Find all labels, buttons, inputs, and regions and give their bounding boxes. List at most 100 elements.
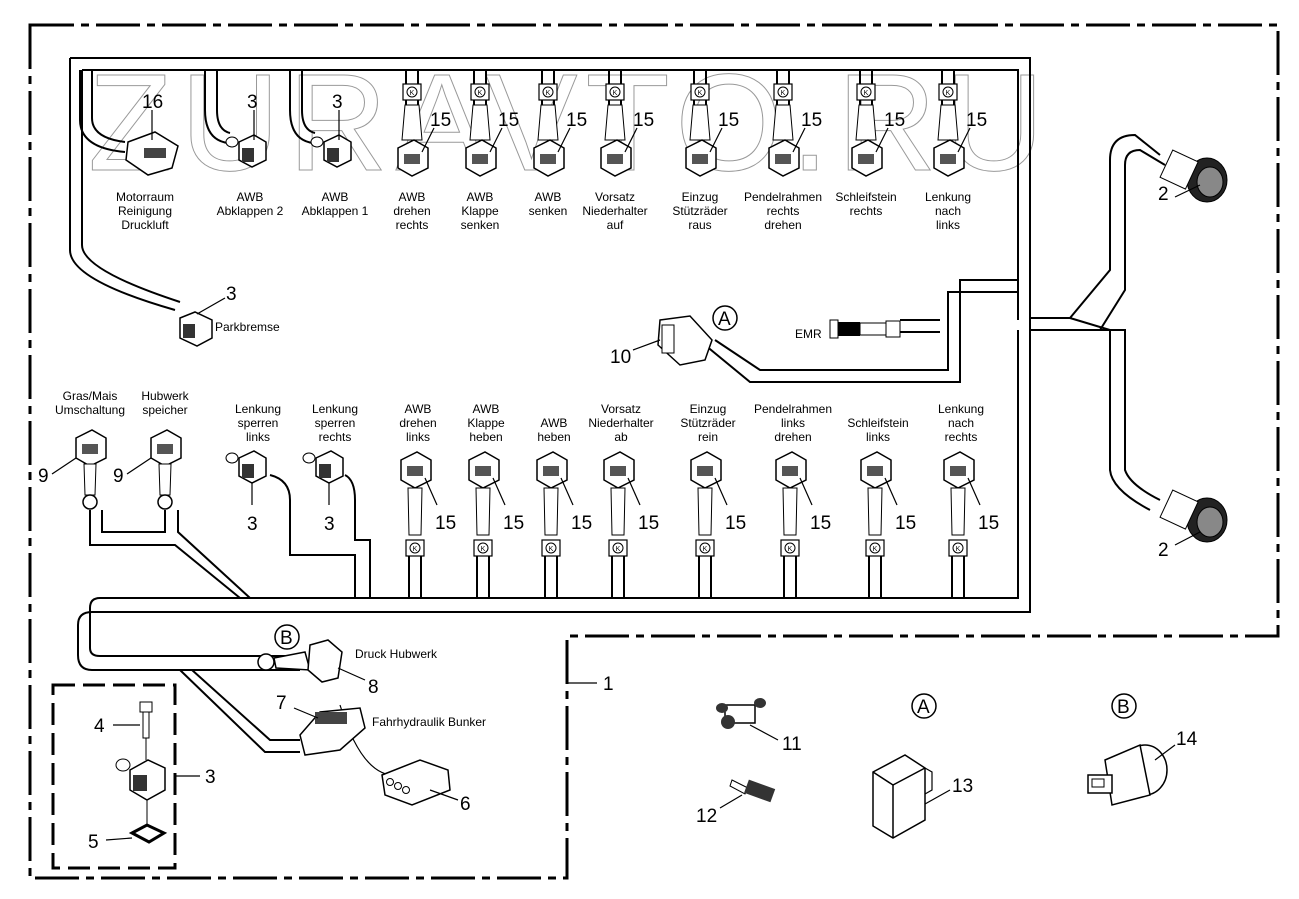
leader-line [51, 457, 77, 475]
callout-a: A [718, 309, 731, 330]
valve-boot [855, 104, 877, 141]
branch-cable [204, 70, 229, 144]
bottom-label-line: Vorsatz [601, 402, 641, 416]
solenoid-coil [327, 148, 339, 162]
branch-cable-inner [91, 70, 126, 143]
right-branch-cable [1030, 133, 1166, 511]
valve-connector-socket [940, 154, 956, 164]
bottom-label-line: nach [948, 416, 974, 430]
bottom-label-line: Niederhalter [588, 416, 653, 430]
valve-boot [407, 487, 423, 536]
top-label-line: Schleifstein [835, 190, 896, 204]
k-clip-icon [542, 86, 554, 98]
top-label-line: auf [607, 218, 624, 232]
label-fahrhydraulik: Fahrhydraulik Bunker [372, 715, 486, 729]
part-number-3-detail: 3 [205, 767, 216, 788]
bottom-label-line: drehen [399, 416, 436, 430]
top-label-line: AWB [399, 190, 426, 204]
valve-boot [604, 104, 626, 141]
leader-line [875, 127, 889, 153]
k-clip-icon [612, 542, 624, 554]
bottom-label-line: heben [537, 430, 570, 444]
solenoid-gland [310, 136, 324, 148]
bottom-label-line: AWB [405, 402, 432, 416]
valve-boot [937, 104, 959, 141]
part-number: 9 [38, 466, 49, 487]
valve-connector-socket [867, 466, 883, 476]
part-number-8: 8 [368, 677, 379, 698]
bottom-label-line: links [781, 416, 805, 430]
top-label-line: drehen [764, 218, 801, 232]
fahrhydraulik-cable [179, 669, 300, 753]
leader-line [799, 477, 813, 506]
leader-line [714, 477, 728, 506]
bottom-label-line: drehen [774, 430, 811, 444]
top-label-line: raus [688, 218, 711, 232]
top-label-line: rechts [396, 218, 429, 232]
top-label-line: AWB [237, 190, 264, 204]
solenoid-gland [302, 452, 316, 464]
bottom-label-line: links [406, 430, 430, 444]
top-label-line: Lenkung [925, 190, 971, 204]
connector-10: 10 A [610, 305, 738, 368]
k-clip-letter: K [413, 546, 418, 553]
bottom-label-line: links [246, 430, 270, 444]
leader-line [967, 477, 981, 506]
part-number-1: 1 [603, 674, 614, 695]
top-trunk-cable [70, 57, 1031, 320]
part-number-12: 12 [696, 806, 717, 827]
part-number: 15 [725, 513, 746, 534]
branch-cable [868, 556, 882, 598]
part-number: 15 [718, 110, 739, 131]
bottom-label-line: speicher [142, 403, 187, 417]
k-clip-icon [545, 542, 557, 554]
connector-boot [83, 463, 97, 496]
bottom-label-line: Lenkung [235, 402, 281, 416]
bottom-label-line: Stützräder [680, 416, 735, 430]
bottom-label-line: Umschaltung [55, 403, 125, 417]
valve-connector-socket [540, 154, 556, 164]
top-label-line: Klappe [461, 204, 499, 218]
part-number-4: 4 [94, 716, 105, 737]
k-clip-icon [952, 542, 964, 554]
leader-line [557, 127, 571, 153]
bottom-label-line: Hubwerk [141, 389, 189, 403]
parkbremse-cable-inner [81, 70, 181, 303]
valve-connector-socket [157, 444, 173, 454]
part-number-7: 7 [276, 693, 287, 714]
valve-boot [950, 487, 966, 536]
leader-line [421, 127, 435, 153]
top-label-line: Niederhalter [582, 204, 647, 218]
valve-boot [697, 487, 713, 536]
solenoid-coil [242, 148, 254, 162]
leader-line [709, 127, 723, 153]
valve-connector-socket [775, 154, 791, 164]
emr-branch-cable [704, 279, 1018, 383]
bottom-label-line: ab [614, 430, 628, 444]
leader-line [957, 127, 971, 153]
part-number: 15 [966, 110, 987, 131]
branch-cable-inner [216, 70, 231, 134]
k-clip-icon [406, 86, 418, 98]
label-parkbremse: Parkbremse [215, 320, 280, 334]
top-label-line: Abklappen 2 [217, 204, 284, 218]
k-clip-letter: K [703, 546, 708, 553]
k-clip-icon [784, 542, 796, 554]
solenoid-gland [225, 452, 239, 464]
leader-line [492, 477, 506, 506]
valve-connector-socket [82, 444, 98, 454]
leader-line [126, 457, 152, 475]
branch-cable [408, 556, 422, 598]
valve-boot [401, 104, 423, 141]
